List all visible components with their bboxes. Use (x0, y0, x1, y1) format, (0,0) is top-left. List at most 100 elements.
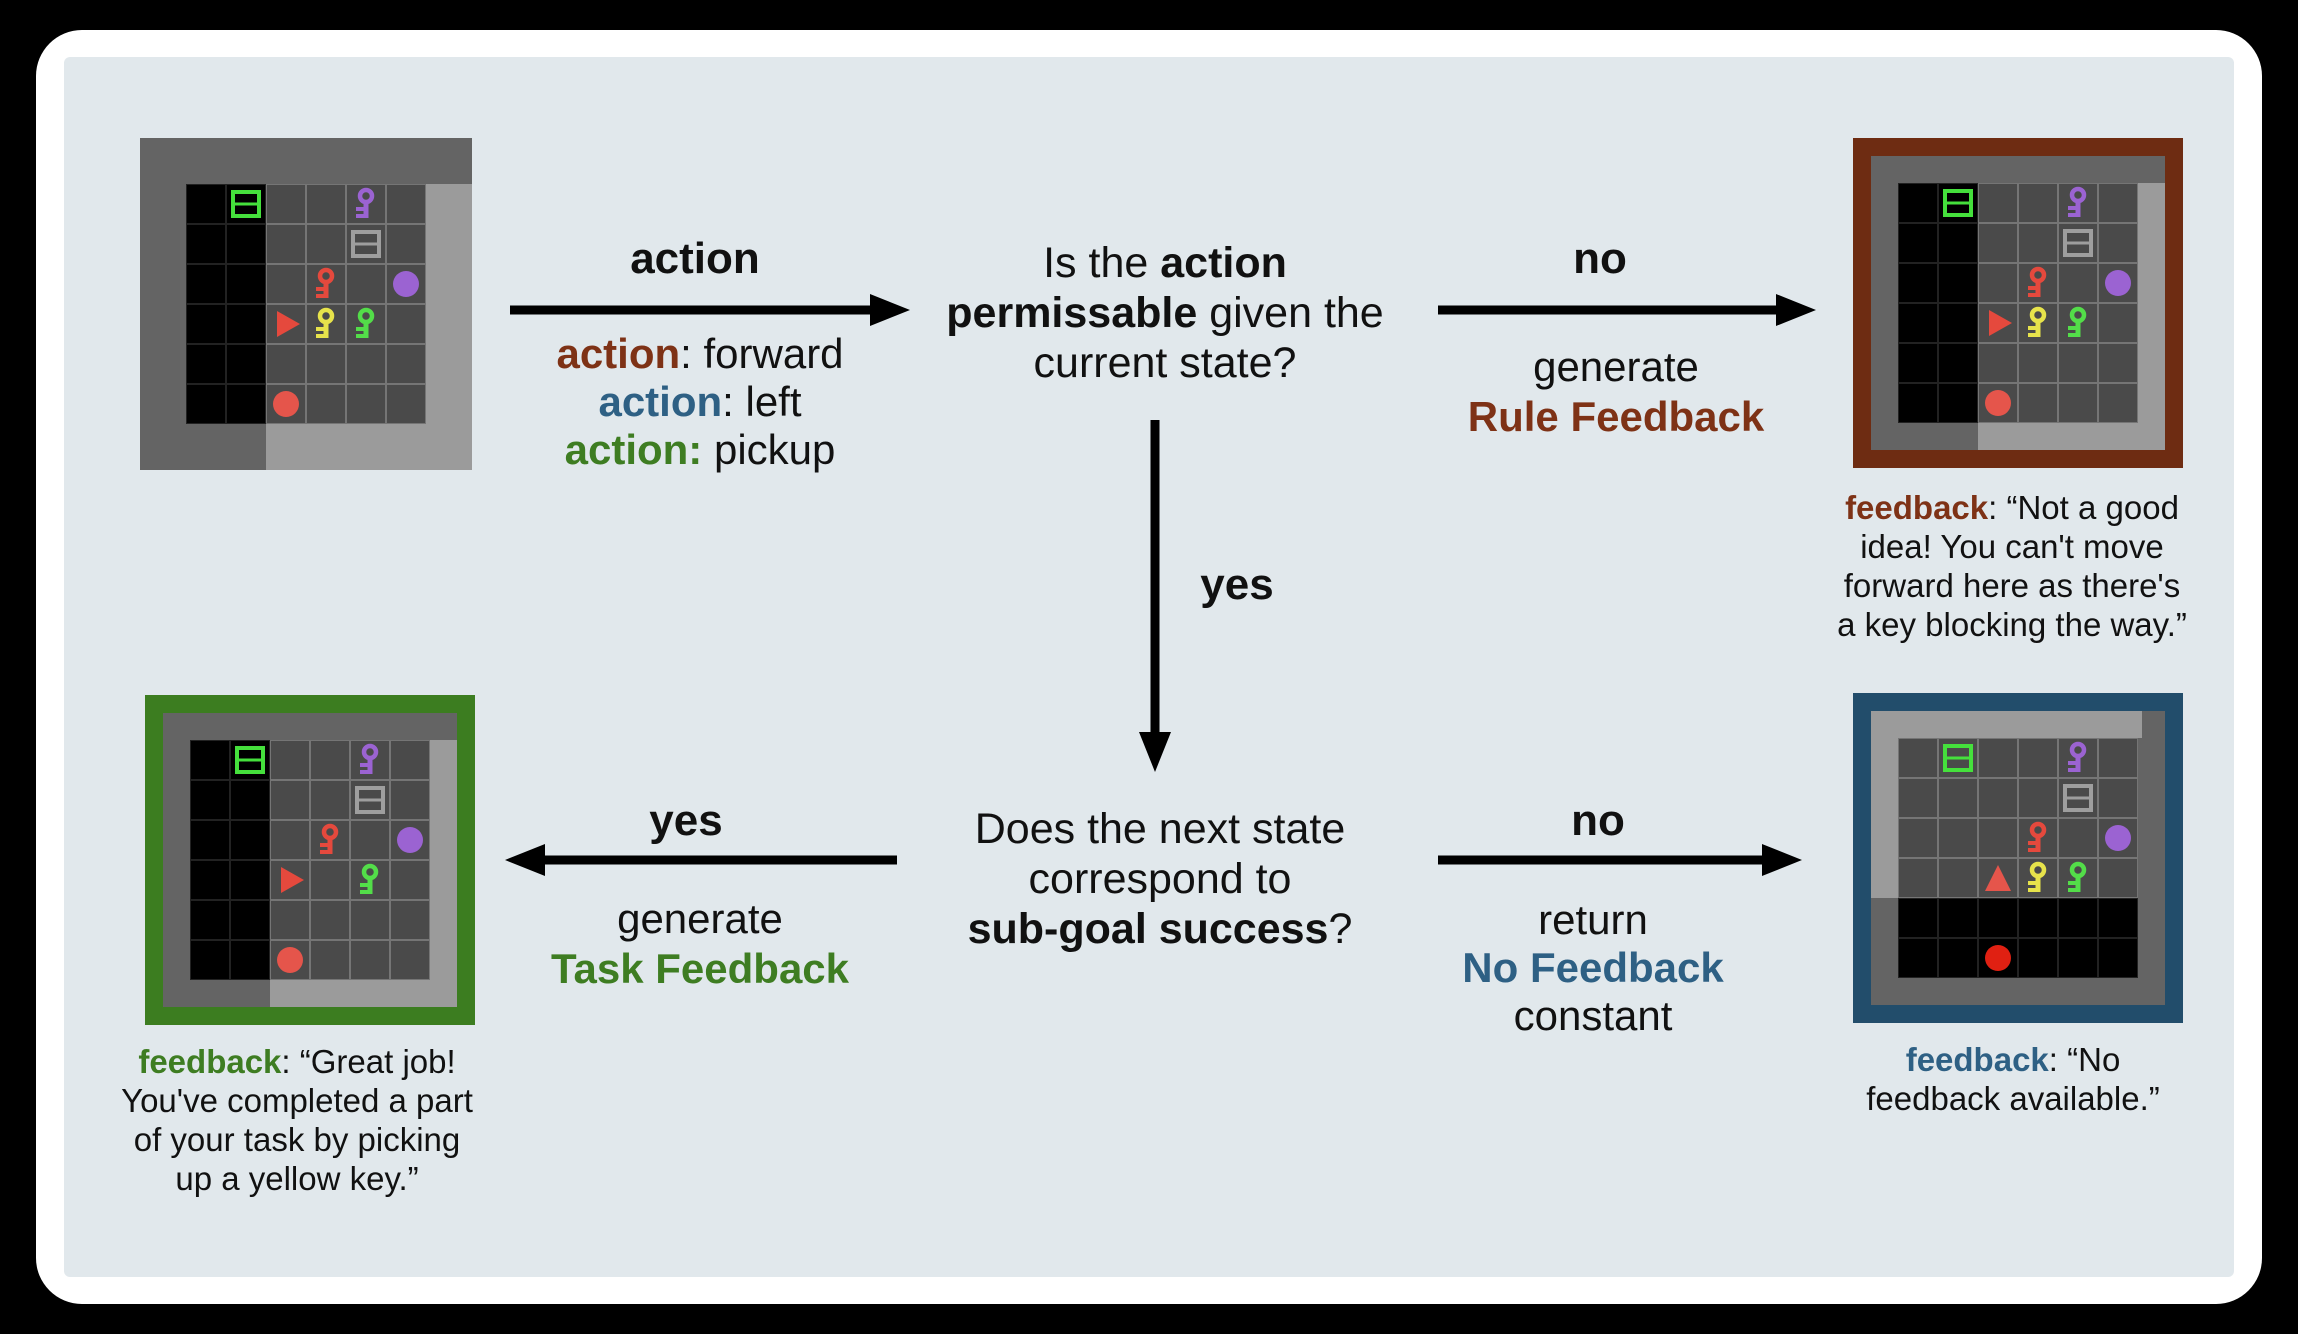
grid-cell (346, 304, 386, 344)
grid-cell (306, 224, 346, 264)
agent-triangle-icon (281, 867, 304, 893)
grid-state-task-feedback (145, 695, 475, 1025)
text-line: of your task by picking (133, 1121, 461, 1158)
grid-cell (1978, 818, 2018, 858)
grid-cell (310, 820, 350, 860)
grid-cell (190, 780, 230, 820)
grid-cell (310, 940, 350, 980)
visibility-highlight (1978, 423, 2165, 450)
text-line: action: left (598, 378, 802, 425)
key-green-icon (2068, 306, 2087, 337)
grid-cell (2058, 818, 2098, 858)
grid-cell (2098, 738, 2138, 778)
grid-cell (346, 344, 386, 384)
grid-cell (386, 184, 426, 224)
grid-cell (310, 740, 350, 780)
visibility-highlight (270, 980, 457, 1007)
arrow-action-right (510, 294, 910, 326)
text-line: a key blocking the way.” (1837, 606, 2187, 643)
grid-cell (386, 304, 426, 344)
grid-cell (1978, 383, 2018, 423)
label-yes-left: yes (649, 796, 723, 845)
grid-cell (1978, 303, 2018, 343)
grid-cell (226, 264, 266, 304)
grid-cell (2098, 263, 2138, 303)
box-gray-icon (355, 786, 385, 814)
grid-cell (270, 860, 310, 900)
grid-cell (2018, 183, 2058, 223)
box-gray-icon (2063, 784, 2093, 812)
grid-cell (190, 740, 230, 780)
grid-cell (390, 940, 430, 980)
grid-cell (270, 900, 310, 940)
grid-cell (1898, 223, 1938, 263)
grid-cell (2018, 818, 2058, 858)
grid-cell (346, 224, 386, 264)
grid-cell (266, 384, 306, 424)
grid-cell (190, 940, 230, 980)
grid-cell (386, 224, 426, 264)
grid-cell (350, 940, 390, 980)
visibility-highlight (430, 740, 457, 1007)
grid-cell (1938, 778, 1978, 818)
grid-cell (2058, 303, 2098, 343)
grid-cell (2018, 223, 2058, 263)
grid-cell (266, 224, 306, 264)
grid-cell (230, 860, 270, 900)
text-line: You've completed a part (121, 1082, 473, 1119)
grid-cell (2098, 383, 2138, 423)
grid-cell (390, 860, 430, 900)
text-line: correspond to (1028, 855, 1292, 903)
grid-cell (306, 344, 346, 384)
grid-cell (266, 264, 306, 304)
grid-cell (310, 900, 350, 940)
text-line: Task Feedback (550, 945, 850, 992)
box-green-icon (1943, 744, 1973, 772)
ball-purple-icon (2105, 825, 2131, 851)
grid-cell (2018, 898, 2058, 938)
grid-cell (350, 860, 390, 900)
key-red-icon (316, 267, 335, 298)
grid-cells (1898, 738, 2138, 978)
grid-cell (1898, 898, 1938, 938)
key-green-icon (356, 307, 375, 338)
arrow-no-rule-feedback (1438, 294, 1816, 326)
grid-cell (350, 900, 390, 940)
key-yellow-icon (2028, 861, 2047, 892)
text-line: Is the action (1043, 239, 1287, 287)
grid-cell (1898, 938, 1938, 978)
grid-cell (2098, 818, 2138, 858)
grid-cell (1938, 858, 1978, 898)
grid-cell (1898, 738, 1938, 778)
text-line: current state? (1033, 339, 1297, 387)
text-line: permissable given the (946, 289, 1384, 337)
grid-cell (2098, 858, 2138, 898)
grid-state-no-feedback (1853, 693, 2183, 1023)
grid-cell (2058, 263, 2098, 303)
key-purple-icon (360, 743, 379, 774)
grid-cell (1938, 263, 1978, 303)
label-no-top: no (1573, 234, 1627, 283)
arrow-yes-down (1139, 420, 1171, 772)
grid-cell (1898, 183, 1938, 223)
text-line: forward here as there's (1843, 567, 2181, 604)
grid-cell (350, 820, 390, 860)
grid-cell (270, 940, 310, 980)
grid-cells (186, 184, 426, 424)
grid-cell (226, 304, 266, 344)
grid-cell (190, 900, 230, 940)
ball-purple-icon (393, 271, 419, 297)
visibility-highlight (1871, 711, 2142, 738)
grid-cell (1898, 383, 1938, 423)
grid-cell (2058, 778, 2098, 818)
grid-cell (226, 184, 266, 224)
grid-cell (1938, 183, 1978, 223)
grid-cell (190, 860, 230, 900)
grid-cell (2098, 343, 2138, 383)
grid-cell (1938, 303, 1978, 343)
